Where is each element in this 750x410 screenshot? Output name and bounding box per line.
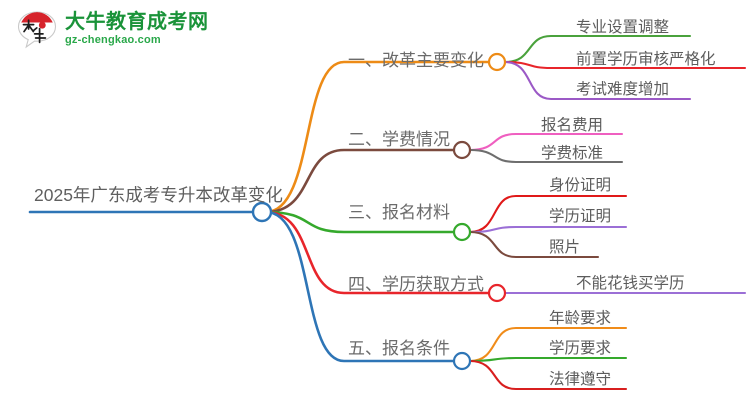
leaf-label-1-2[interactable]: 前置学历审核严格化 xyxy=(576,51,716,68)
branch-label-3[interactable]: 三、报名材料 xyxy=(348,203,450,222)
branch-label-5[interactable]: 五、报名条件 xyxy=(348,339,450,358)
leaf-label-3-3[interactable]: 照片 xyxy=(549,239,581,256)
branch-connector-3 xyxy=(264,210,456,234)
leaf-label-5-2[interactable]: 学历要求 xyxy=(549,340,612,357)
leaf-label-2-2[interactable]: 学费标准 xyxy=(541,145,604,162)
leaf-label-3-2[interactable]: 学历证明 xyxy=(549,208,612,225)
leaf-connector-2-2 xyxy=(468,148,624,164)
branch-connector-1 xyxy=(264,60,491,214)
leaf-connector-5-1 xyxy=(468,326,628,363)
branch-label-1[interactable]: 一、改革主要变化 xyxy=(348,51,484,70)
logo-text-block: 大牛教育成考网 gz-chengkao.com xyxy=(65,12,209,46)
leaf-connector-3-3 xyxy=(468,230,600,259)
leaf-label-1-3[interactable]: 考试难度增加 xyxy=(576,81,670,98)
leaf-connector-1-3 xyxy=(503,60,692,101)
logo-mark-icon xyxy=(16,8,58,50)
mindmap-root-node[interactable] xyxy=(251,201,273,223)
site-logo[interactable]: 大牛教育成考网 gz-chengkao.com xyxy=(16,8,209,50)
branch-node-4[interactable] xyxy=(487,283,507,303)
leaf-label-2-1[interactable]: 报名费用 xyxy=(541,117,604,134)
leaf-connector-3-2 xyxy=(468,225,628,234)
leaf-label-3-1[interactable]: 身份证明 xyxy=(549,177,612,194)
leaf-connector-5-2 xyxy=(468,356,628,363)
logo-site-name: 大牛教育成考网 xyxy=(65,11,209,33)
leaf-label-4-1[interactable]: 不能花钱买学历 xyxy=(576,275,685,292)
branch-node-2[interactable] xyxy=(452,140,472,160)
leaf-label-5-3[interactable]: 法律遵守 xyxy=(549,371,612,388)
branch-node-3[interactable] xyxy=(452,222,472,242)
branch-label-4[interactable]: 四、学历获取方式 xyxy=(348,275,484,294)
logo-domain: gz-chengkao.com xyxy=(65,34,161,46)
leaf-label-5-1[interactable]: 年龄要求 xyxy=(549,310,612,327)
branch-label-2[interactable]: 二、学费情况 xyxy=(348,130,450,149)
mindmap-root-label[interactable]: 2025年广东成考专升本改革变化 xyxy=(34,185,283,205)
leaf-label-1-1[interactable]: 专业设置调整 xyxy=(576,19,670,36)
branch-connector-4 xyxy=(264,210,491,295)
branch-node-1[interactable] xyxy=(487,52,507,72)
leaf-connector-5-3 xyxy=(468,359,628,391)
branch-node-5[interactable] xyxy=(452,351,472,371)
leaf-connector-1-1 xyxy=(503,34,692,64)
branch-connector-5 xyxy=(264,210,456,363)
branch-connector-2 xyxy=(264,148,456,214)
leaf-connector-3-1 xyxy=(468,194,628,234)
